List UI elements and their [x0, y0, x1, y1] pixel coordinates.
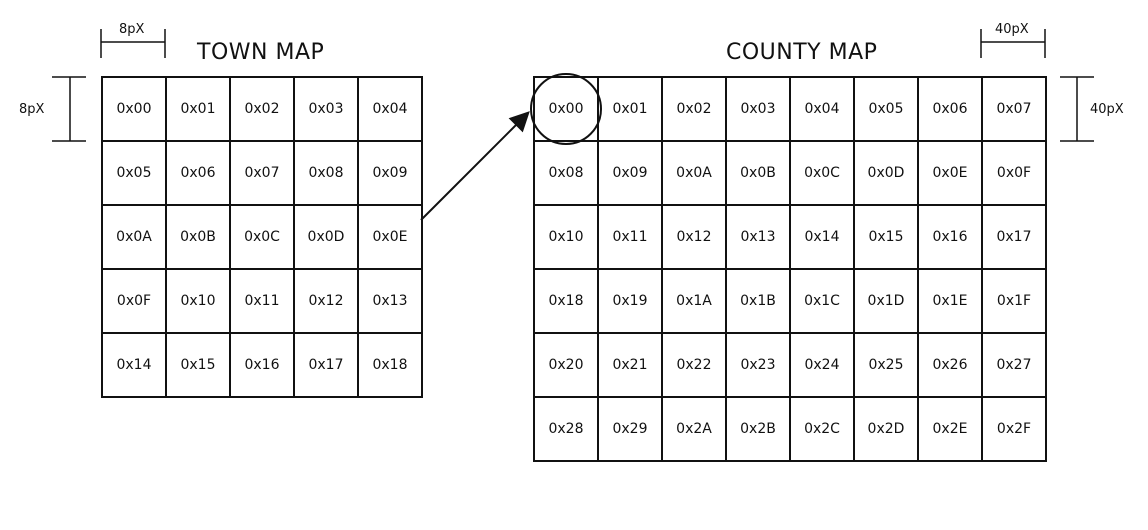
county-map-title: COUNTY MAP [726, 40, 878, 65]
grid-cell: 0x18 [359, 334, 423, 398]
grid-cell: 0x18 [535, 270, 599, 334]
town-map-title: TOWN MAP [197, 40, 325, 65]
grid-cell: 0x0B [167, 206, 231, 270]
grid-cell: 0x11 [231, 270, 295, 334]
grid-cell: 0x15 [167, 334, 231, 398]
grid-cell: 0x0F [103, 270, 167, 334]
grid-cell: 0x07 [231, 142, 295, 206]
grid-cell: 0x1F [983, 270, 1047, 334]
grid-cell: 0x00 [535, 78, 599, 142]
grid-cell: 0x06 [167, 142, 231, 206]
grid-cell: 0x12 [295, 270, 359, 334]
grid-cell: 0x0E [359, 206, 423, 270]
grid-cell: 0x03 [295, 78, 359, 142]
grid-cell: 0x11 [599, 206, 663, 270]
grid-cell: 0x0C [231, 206, 295, 270]
grid-cell: 0x05 [103, 142, 167, 206]
grid-cell: 0x02 [663, 78, 727, 142]
grid-cell: 0x15 [855, 206, 919, 270]
highlight-circle [530, 73, 602, 145]
grid-cell: 0x04 [791, 78, 855, 142]
grid-cell: 0x04 [359, 78, 423, 142]
grid-cell: 0x05 [855, 78, 919, 142]
grid-cell: 0x08 [295, 142, 359, 206]
grid-cell: 0x1E [919, 270, 983, 334]
grid-cell: 0x13 [359, 270, 423, 334]
town-height-dimension-marker [52, 76, 86, 142]
county-height-label: 40pX [1090, 102, 1124, 117]
grid-cell: 0x14 [103, 334, 167, 398]
grid-cell: 0x07 [983, 78, 1047, 142]
grid-cell: 0x2D [855, 398, 919, 462]
grid-cell: 0x23 [727, 334, 791, 398]
grid-cell: 0x09 [599, 142, 663, 206]
grid-cell: 0x16 [919, 206, 983, 270]
grid-cell: 0x10 [167, 270, 231, 334]
grid-cell: 0x01 [599, 78, 663, 142]
grid-cell: 0x06 [919, 78, 983, 142]
grid-cell: 0x27 [983, 334, 1047, 398]
grid-cell: 0x1C [791, 270, 855, 334]
grid-cell: 0x2A [663, 398, 727, 462]
grid-cell: 0x0A [103, 206, 167, 270]
county-width-label: 40pX [995, 22, 1029, 37]
grid-cell: 0x14 [791, 206, 855, 270]
grid-cell: 0x03 [727, 78, 791, 142]
grid-cell: 0x2B [727, 398, 791, 462]
county-height-dimension-marker [1060, 76, 1094, 142]
grid-cell: 0x02 [231, 78, 295, 142]
grid-cell: 0x10 [535, 206, 599, 270]
grid-cell: 0x0D [855, 142, 919, 206]
grid-cell: 0x09 [359, 142, 423, 206]
grid-cell: 0x0A [663, 142, 727, 206]
grid-cell: 0x00 [103, 78, 167, 142]
grid-cell: 0x1B [727, 270, 791, 334]
grid-cell: 0x2E [919, 398, 983, 462]
grid-cell: 0x17 [295, 334, 359, 398]
grid-cell: 0x08 [535, 142, 599, 206]
grid-cell: 0x0F [983, 142, 1047, 206]
grid-cell: 0x19 [599, 270, 663, 334]
grid-cell: 0x1A [663, 270, 727, 334]
grid-cell: 0x0B [727, 142, 791, 206]
grid-cell: 0x16 [231, 334, 295, 398]
grid-cell: 0x22 [663, 334, 727, 398]
grid-cell: 0x0E [919, 142, 983, 206]
grid-cell: 0x2C [791, 398, 855, 462]
grid-cell: 0x0C [791, 142, 855, 206]
grid-cell: 0x13 [727, 206, 791, 270]
town-height-label: 8pX [19, 102, 45, 117]
town-width-label: 8pX [119, 22, 145, 37]
grid-cell: 0x12 [663, 206, 727, 270]
grid-cell: 0x24 [791, 334, 855, 398]
grid-cell: 0x1D [855, 270, 919, 334]
grid-cell: 0x0D [295, 206, 359, 270]
grid-cell: 0x17 [983, 206, 1047, 270]
grid-cell: 0x2F [983, 398, 1047, 462]
county-width-dimension-marker [980, 29, 1046, 58]
town-width-dimension-marker [100, 29, 166, 58]
grid-cell: 0x21 [599, 334, 663, 398]
grid-cell: 0x29 [599, 398, 663, 462]
grid-cell: 0x01 [167, 78, 231, 142]
grid-cell: 0x20 [535, 334, 599, 398]
grid-cell: 0x28 [535, 398, 599, 462]
grid-cell: 0x25 [855, 334, 919, 398]
grid-cell: 0x26 [919, 334, 983, 398]
mapping-arrow [420, 111, 530, 221]
